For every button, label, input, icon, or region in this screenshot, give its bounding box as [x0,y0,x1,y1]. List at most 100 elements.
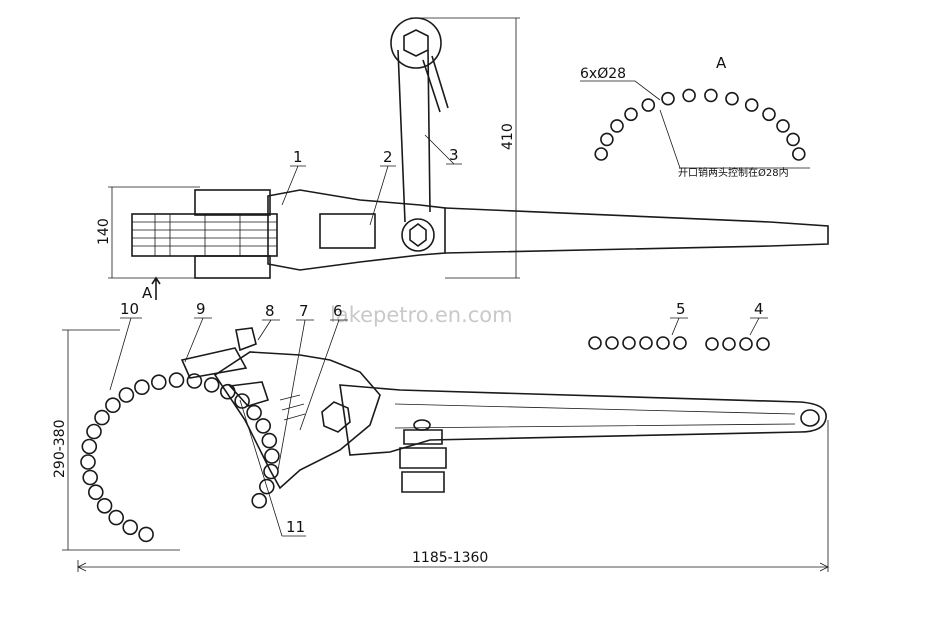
chain-link [263,463,279,480]
top-upright-lever [397,49,431,223]
pivot-ring [401,218,435,252]
chain-link [81,438,98,455]
dim-overall-length: 1185-1360 [412,550,488,566]
chain-link [251,492,268,509]
part-label-4: 4 [754,300,764,318]
part-label-8: 8 [265,302,275,320]
chain-link [261,432,278,449]
segment-link [622,336,636,350]
jaw-hatch [279,394,306,421]
chain-link [151,374,167,391]
top-chain-pack [131,213,278,257]
detail-chain-link [725,91,739,106]
dim-410-lines [410,17,520,279]
watermark-text: lakepetro.en.com [330,303,513,327]
dim-chain-span-lines [62,329,180,551]
part-label-2: 2 [383,148,393,166]
chain-link [80,454,96,470]
chain-link [203,377,220,393]
top-chain-block-upper [194,189,271,216]
hole-spec-leader [580,80,661,101]
part-label-11: 11 [286,518,305,536]
jaw-clip [235,327,257,352]
leader-11 [239,399,306,537]
top-lever-block [319,213,376,249]
lever-pin [422,55,449,113]
dim-overall-lines [77,420,829,572]
part-label-3: 3 [449,146,459,164]
hole-spec-label: 6xØ28 [580,66,626,82]
segment-link [639,336,653,350]
chain-link [82,469,98,486]
pivot-nut [409,223,427,247]
bolt-head [413,419,431,431]
detail-chain-link [600,132,614,147]
dim-140: 140 [96,218,112,245]
detail-chain-link [594,147,609,161]
chain-link [105,397,121,414]
leader-10 [109,317,142,391]
chain-link [258,478,275,495]
side-jaw-body [213,351,381,490]
top-handle [444,207,829,254]
side-handle [339,384,827,456]
chain-link [88,484,104,501]
segment-link [656,336,670,350]
detail-chain-arc [594,88,806,161]
chain-segment-5 [588,336,687,350]
chain-link [246,404,262,421]
part-label-7: 7 [299,302,309,320]
leader-3 [424,134,462,165]
detail-chain-link [762,107,776,122]
chain-segment-4 [705,337,770,351]
chain-link [96,497,113,514]
side-chain-plate [180,347,248,379]
dim-overall-arrows [77,562,829,572]
leader-6 [299,319,348,431]
top-view: 410 140 A 1 2 3 [96,17,829,302]
chain-link [118,387,135,403]
side-hex-nut [321,401,351,433]
detail-chain-link [704,88,718,103]
segment-link [739,337,753,351]
lever-bolt-stack [399,429,447,493]
leader-1 [281,165,306,206]
part-label-5: 5 [676,300,686,318]
handle-end-hole [800,409,820,427]
part-label-10: 10 [120,300,139,318]
top-body [267,189,446,271]
dim-410: 410 [500,123,516,150]
segment-link [588,336,602,350]
cotter-pin-note: 开口销两头控制在Ø28内 [678,166,789,179]
detail-chain-link [776,119,790,133]
side-chain-loop [80,372,280,543]
chain-link [108,509,124,526]
chain-link [134,379,150,396]
detail-view-a: A 6xØ28 开口销两头控制在Ø28内 [580,54,810,179]
chain-link [264,448,280,464]
side-view: 10 9 8 7 6 11 290-380 1185-1360 [52,300,829,572]
spare-chains: 5 4 [588,300,770,351]
leader-2 [369,165,396,226]
part-label-1: 1 [293,148,303,166]
leader-4 [749,317,768,336]
segment-link [722,337,736,351]
leader-5 [670,317,688,336]
detail-chain-link [610,119,624,133]
detail-chain-link [624,107,638,122]
detail-chain-link [786,132,800,147]
top-chain-block-lower [194,255,271,279]
chain-link [138,526,154,543]
detail-chain-link [641,98,656,112]
detail-chain-link [661,91,675,106]
segment-link [705,337,719,351]
part-label-9: 9 [196,300,206,318]
chain-link [168,372,185,388]
section-marker-a: A [142,284,153,302]
detail-chain-link [791,147,806,161]
handle-groove [394,403,796,429]
segment-link [673,336,687,350]
dim-chain-span: 290-380 [52,420,68,479]
jaw-insert [228,381,270,407]
